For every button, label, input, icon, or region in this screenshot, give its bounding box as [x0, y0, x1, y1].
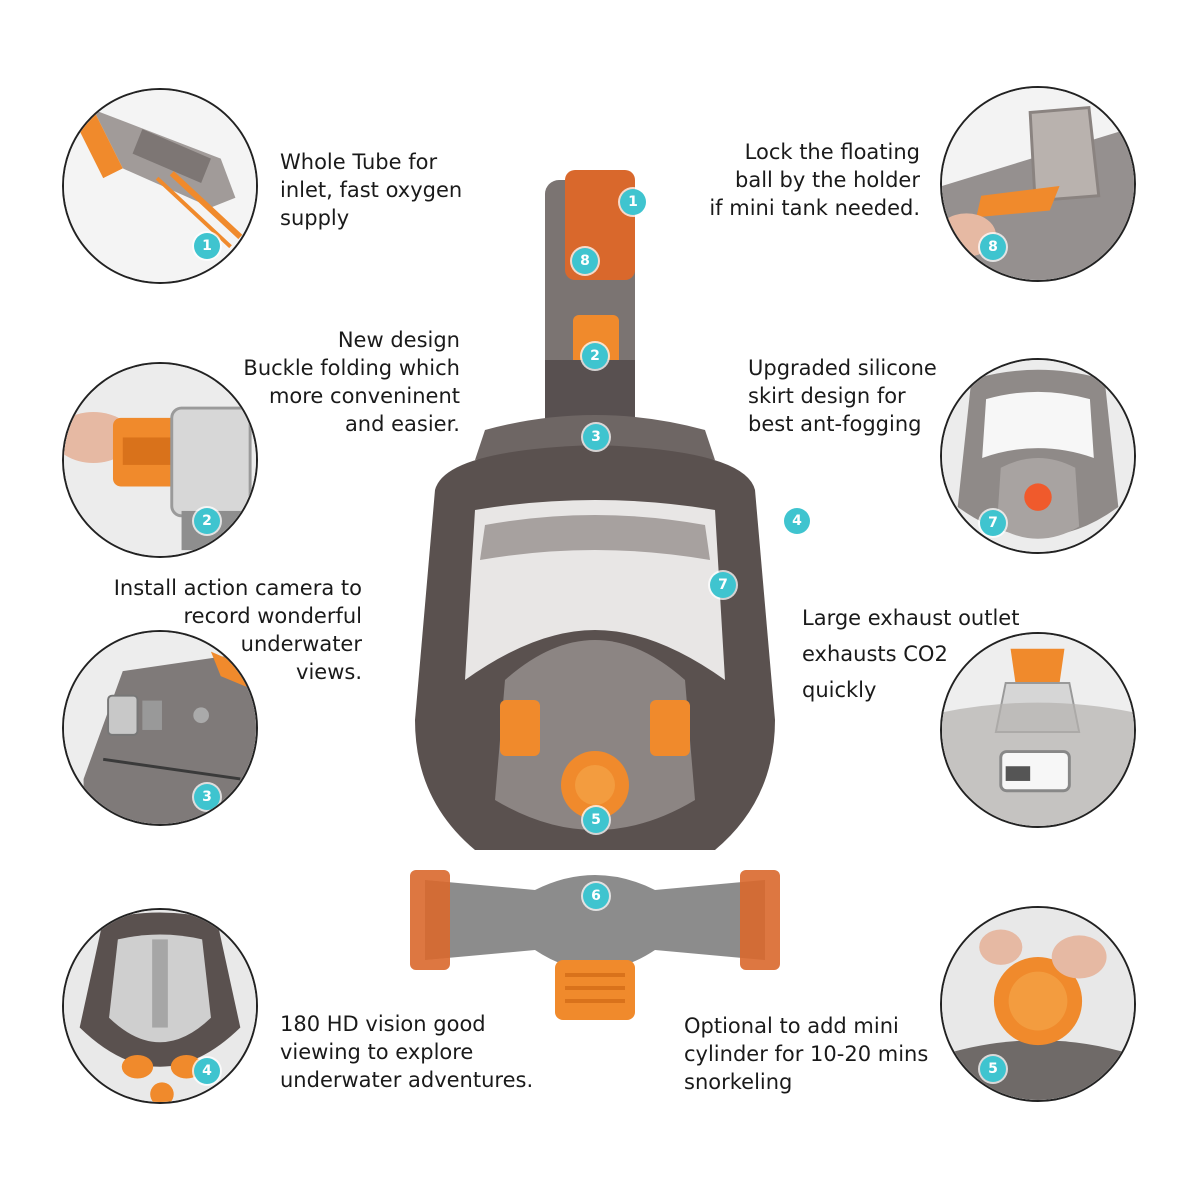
mask-badge-8: 8 — [572, 248, 598, 274]
cylinder-detail-circle: 5 — [940, 906, 1136, 1102]
vision-detail-circle: 4 — [62, 908, 258, 1104]
badge-5-detail: 5 — [980, 1056, 1006, 1082]
skirt-detail-circle: 7 — [940, 358, 1136, 554]
valve-knob-icon — [942, 908, 1134, 1100]
silicone-skirt-icon — [942, 360, 1134, 552]
lock-detail-circle: 8 — [940, 86, 1136, 282]
mask-badge-4: 4 — [784, 508, 810, 534]
caption-tube: Whole Tube for inlet, fast oxygen supply — [280, 150, 463, 230]
buckle-detail-circle: 2 — [62, 362, 258, 558]
badge-7: 7 — [980, 510, 1006, 536]
mask-badge-2: 2 — [582, 343, 608, 369]
float-lock-icon — [942, 88, 1134, 280]
mask-badge-7: 7 — [710, 572, 736, 598]
badge-1: 1 — [194, 233, 220, 259]
mask-badge-3: 3 — [583, 424, 609, 450]
snorkel-tube-icon — [64, 90, 256, 282]
caption-camera: Install action camera to record wonderfu… — [113, 576, 362, 684]
mask-badge-1: 1 — [620, 189, 646, 215]
caption-skirt: Upgraded silicone skirt design for best … — [748, 356, 937, 436]
badge-8: 8 — [980, 234, 1006, 260]
exhaust-detail-circle — [940, 632, 1136, 828]
caption-buckle: New design Buckle folding which more con… — [243, 328, 460, 436]
mask-lens-icon — [64, 910, 256, 1102]
caption-cylinder: Optional to add mini cylinder for 10-20 … — [684, 1014, 929, 1094]
tube-detail-circle: 1 — [62, 88, 258, 284]
badge-4: 4 — [194, 1058, 220, 1084]
badge-2: 2 — [194, 508, 220, 534]
camera-detail-circle: 3 — [62, 630, 258, 826]
camera-mount-icon — [64, 632, 256, 824]
mask-badge-6: 6 — [583, 883, 609, 909]
exhaust-valve-icon — [942, 634, 1134, 826]
badge-3: 3 — [194, 784, 220, 810]
mask-badge-5: 5 — [583, 807, 609, 833]
caption-exhaust: Large exhaust outlet exhausts CO2 quickl… — [802, 606, 1020, 702]
caption-vision: 180 HD vision good viewing to explore un… — [280, 1012, 534, 1092]
buckle-icon — [64, 364, 256, 556]
caption-lock: Lock the floating ball by the holder if … — [709, 140, 920, 220]
